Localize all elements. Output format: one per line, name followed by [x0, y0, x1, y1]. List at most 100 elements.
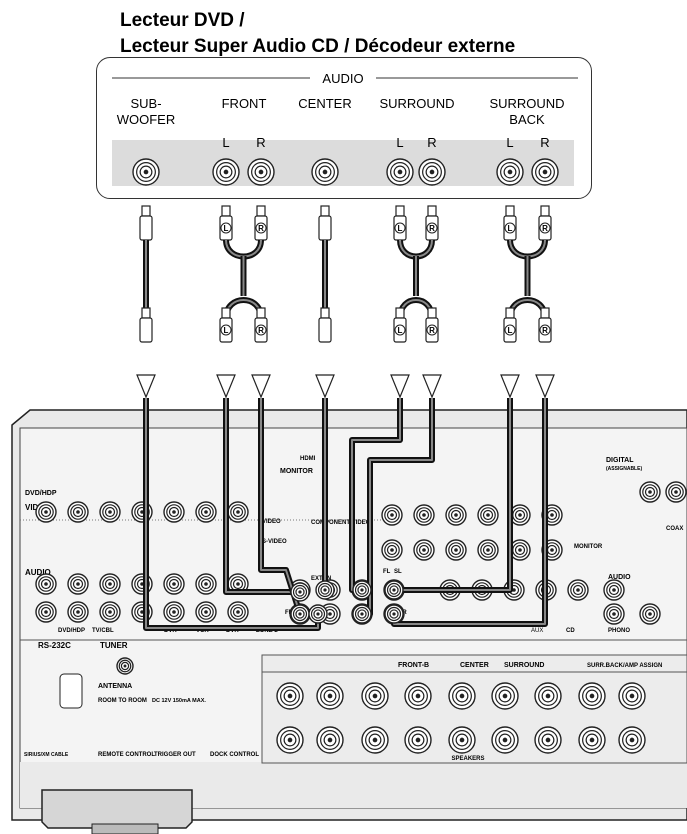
- rx-audio-l-jack-2: [99, 573, 121, 595]
- plug-top-surround-r: R: [425, 205, 439, 241]
- rx-speaker-bottom-6: [534, 726, 562, 754]
- rx-misc-jack-7: [639, 603, 661, 625]
- audio-label: AUDIO: [322, 71, 363, 86]
- plug-bottom-surround-r: R: [425, 307, 439, 343]
- rx-speaker-top-4: [448, 682, 476, 710]
- rx-video-jack-2: [99, 501, 121, 523]
- rx-misc-jack-8: [639, 481, 661, 503]
- rx-audio-r-jack-2: [99, 601, 121, 623]
- rx-component-jack-10: [509, 539, 531, 561]
- plug-bottom-surround-l: L: [393, 307, 407, 343]
- svg-text:L: L: [398, 326, 403, 335]
- rx-component-jack-3: [477, 504, 499, 526]
- label-surround-r: R: [427, 135, 436, 150]
- rx-component-jack-6: [381, 539, 403, 561]
- rx-sirius: SIRIUS/XM CABLE: [24, 752, 69, 758]
- rx-digital: DIGITAL: [606, 457, 634, 464]
- rx-rs232c: RS-232C: [38, 641, 71, 650]
- arrow-surround-l: [390, 374, 410, 399]
- rx-monitor-right: MONITOR: [574, 544, 603, 550]
- svg-text:L: L: [224, 326, 229, 335]
- title-line-1: Lecteur DVD /: [120, 10, 245, 31]
- rx-video-mid: VIDEO: [262, 519, 281, 525]
- rx-phono: PHONO: [608, 628, 630, 634]
- label-surround: SURROUND: [379, 96, 454, 111]
- rx-connected-jack-2: [315, 580, 335, 600]
- rx-connected-jack-0: [290, 582, 310, 602]
- rx-tvcbl-audio: TV/CBL: [92, 628, 114, 634]
- plug-bottom-sback-l: L: [503, 307, 517, 343]
- rx-speaker-bottom-2: [361, 726, 389, 754]
- rx-connected-jack-6: [384, 580, 404, 600]
- plug-top-front-l: L: [219, 205, 233, 241]
- rx-surround: SURROUND: [504, 662, 544, 669]
- rx-speaker-bottom-8: [618, 726, 646, 754]
- cable-sback-bottom-outer: [507, 297, 548, 319]
- rx-cable-fl-inner: [225, 398, 300, 593]
- rx-dock-control: DOCK CONTROL: [210, 752, 259, 758]
- rx-fl: FL: [383, 569, 391, 575]
- rx-audio-r-jack-6: [227, 601, 249, 623]
- svg-text:R: R: [258, 224, 264, 233]
- rx-speaker-top-1: [316, 682, 344, 710]
- rx-speaker-top-6: [534, 682, 562, 710]
- title-line-2: Lecteur Super Audio CD / Décodeur extern…: [120, 36, 516, 57]
- rx-audio-l-jack-0: [35, 573, 57, 595]
- jack-band: [112, 140, 574, 186]
- arrow-center: [315, 374, 335, 399]
- label-front-r: R: [256, 135, 265, 150]
- rx-misc-jack-0: [439, 579, 461, 601]
- rx-speaker-bottom-5: [491, 726, 519, 754]
- rx-speaker-bottom-7: [578, 726, 606, 754]
- rx-speaker-top-5: [491, 682, 519, 710]
- rx-audio-r-jack-0: [35, 601, 57, 623]
- rx-assignable: (ASSIGNABLE): [606, 466, 642, 472]
- source-jack-sub: [132, 158, 160, 186]
- arrow-front-r: [251, 374, 271, 399]
- rx-component-jack-9: [477, 539, 499, 561]
- label-front: FRONT: [222, 96, 267, 111]
- source-jack-front-l: [212, 158, 240, 186]
- label-surround-back-r: R: [540, 135, 549, 150]
- rx-component-jack-0: [381, 504, 403, 526]
- rx-audio-r-jack-4: [163, 601, 185, 623]
- rx-front-b: FRONT-B: [398, 662, 429, 669]
- rx-center: CENTER: [460, 662, 489, 669]
- rx-ext-in: EXT. IN: [311, 576, 331, 582]
- plug-bottom-front-r: R: [254, 307, 268, 343]
- rx-rs232c-port: [59, 673, 83, 709]
- plug-bottom-sback-r: R: [538, 307, 552, 343]
- rx-speaker-bottom-1: [316, 726, 344, 754]
- plug-bottom-center: [318, 307, 332, 343]
- rx-misc-jack-4: [567, 579, 589, 601]
- rx-misc-jack-6: [603, 603, 625, 625]
- rx-speaker-bottom-3: [404, 726, 432, 754]
- rx-antenna-jack: [116, 657, 134, 675]
- rx-tuner: TUNER: [100, 641, 128, 650]
- rx-speaker-bottom-0: [276, 726, 304, 754]
- cable-front-top-outer: [223, 239, 264, 260]
- rx-cd: CD: [566, 628, 575, 634]
- rx-audio-l-jack-1: [67, 573, 89, 595]
- rx-connected-jack-7: [384, 604, 404, 624]
- rx-component-jack-7: [413, 539, 435, 561]
- plug-bottom-front-l: L: [219, 307, 233, 343]
- rx-component-jack-4: [509, 504, 531, 526]
- rx-component: COMPONENT VIDEO: [311, 520, 371, 526]
- source-jack-front-r: [247, 158, 275, 186]
- rx-fr: FR: [285, 610, 294, 616]
- label-sub-1: SUB-: [130, 96, 161, 111]
- svg-text:R: R: [429, 224, 435, 233]
- rx-room-to-room: ROOM TO ROOM: [98, 698, 147, 704]
- label-surround-l: L: [396, 135, 403, 150]
- rx-remote-control: REMOTE CONTROL: [98, 752, 155, 758]
- source-jack-center: [311, 158, 339, 186]
- receiver-foot-base: [91, 823, 159, 834]
- rx-component-jack-8: [445, 539, 467, 561]
- rx-audio-left: AUDIO: [25, 568, 51, 577]
- arrow-sback-l: [500, 374, 520, 399]
- rx-audio-right: AUDIO: [608, 574, 631, 581]
- plug-top-front-r: R: [254, 205, 268, 241]
